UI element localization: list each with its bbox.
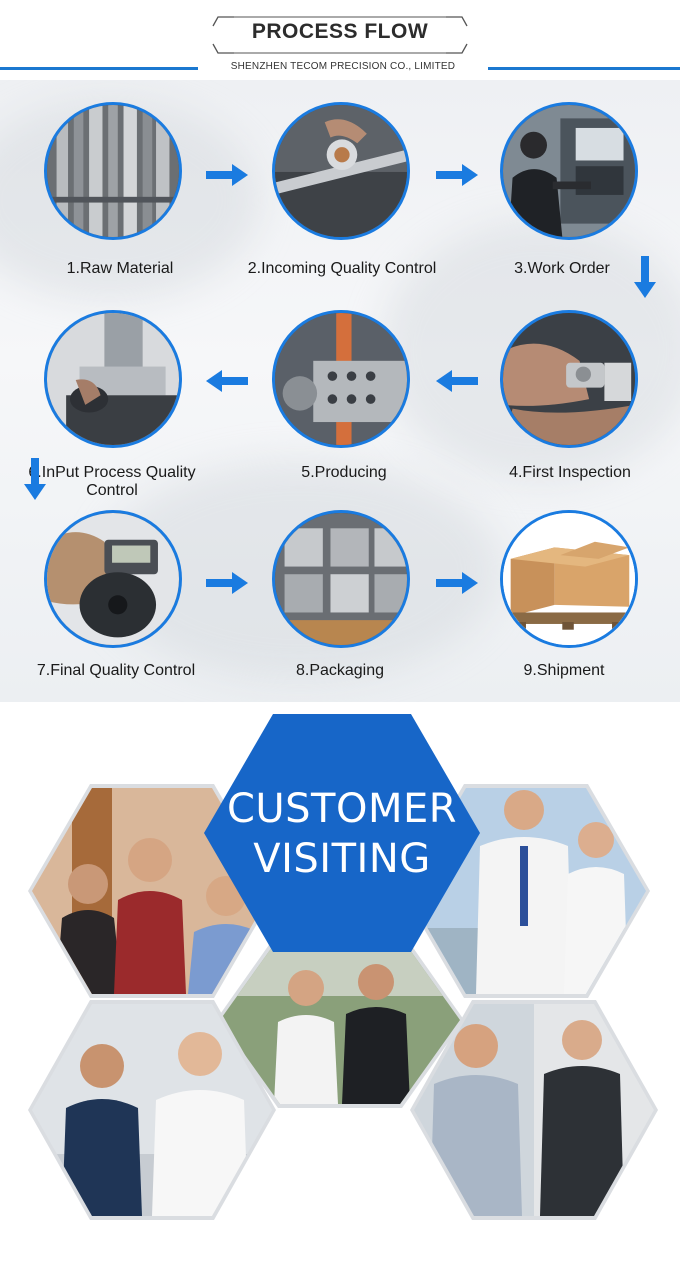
page-title: PROCESS FLOW xyxy=(251,20,429,43)
arrow-left-icon xyxy=(436,370,478,392)
company-name: SHENZHEN TECOM PRECISION CO., LIMITED xyxy=(230,61,456,72)
title-frame xyxy=(212,16,468,54)
step-3-label: 3.Work Order xyxy=(514,260,610,277)
visit-photo-3 xyxy=(220,936,460,1104)
arrow-right-icon xyxy=(206,572,248,594)
arrow-down-icon xyxy=(634,256,656,298)
step-1-label: 1.Raw Material xyxy=(66,260,174,277)
step-9-photo xyxy=(500,510,638,648)
arrow-right-icon xyxy=(206,164,248,186)
step-8-label: 8.Packaging xyxy=(295,662,385,679)
step-4-photo xyxy=(500,310,638,448)
step-3-photo xyxy=(500,102,638,240)
visit-photo-4 xyxy=(32,1004,272,1216)
arrow-left-icon xyxy=(206,370,248,392)
step-6-photo xyxy=(44,310,182,448)
step-7-label: 7.Final Quality Control xyxy=(36,662,196,679)
step-8-photo xyxy=(272,510,410,648)
step-2-label: 2.Incoming Quality Control xyxy=(247,260,437,277)
step-5-label: 5.Producing xyxy=(301,464,387,481)
step-7-photo xyxy=(44,510,182,648)
title-line-2: VISITING xyxy=(253,836,431,882)
step-9-label: 9.Shipment xyxy=(523,662,605,679)
header-rule-right xyxy=(488,67,680,70)
process-flow-section: 1.Raw Material 2.Incoming Quality Contro… xyxy=(0,80,680,702)
arrow-right-icon xyxy=(436,572,478,594)
customer-visiting-banner xyxy=(204,714,480,952)
header: PROCESS FLOW SHENZHEN TECOM PRECISION CO… xyxy=(0,0,680,80)
arrow-right-icon xyxy=(436,164,478,186)
step-1-photo xyxy=(44,102,182,240)
step-5-photo xyxy=(272,310,410,448)
step-2-photo xyxy=(272,102,410,240)
header-rule-left xyxy=(0,67,198,70)
title-line-1: CUSTOMER xyxy=(226,786,458,832)
customer-visiting-title: CUSTOMER VISITING xyxy=(204,784,480,884)
customer-visiting-section: CUSTOMER VISITING xyxy=(0,702,680,1262)
step-6-label: 6.InPut Process Quality Control xyxy=(28,464,196,499)
step-4-label: 4.First Inspection xyxy=(509,464,631,481)
arrow-down-icon xyxy=(24,458,46,500)
